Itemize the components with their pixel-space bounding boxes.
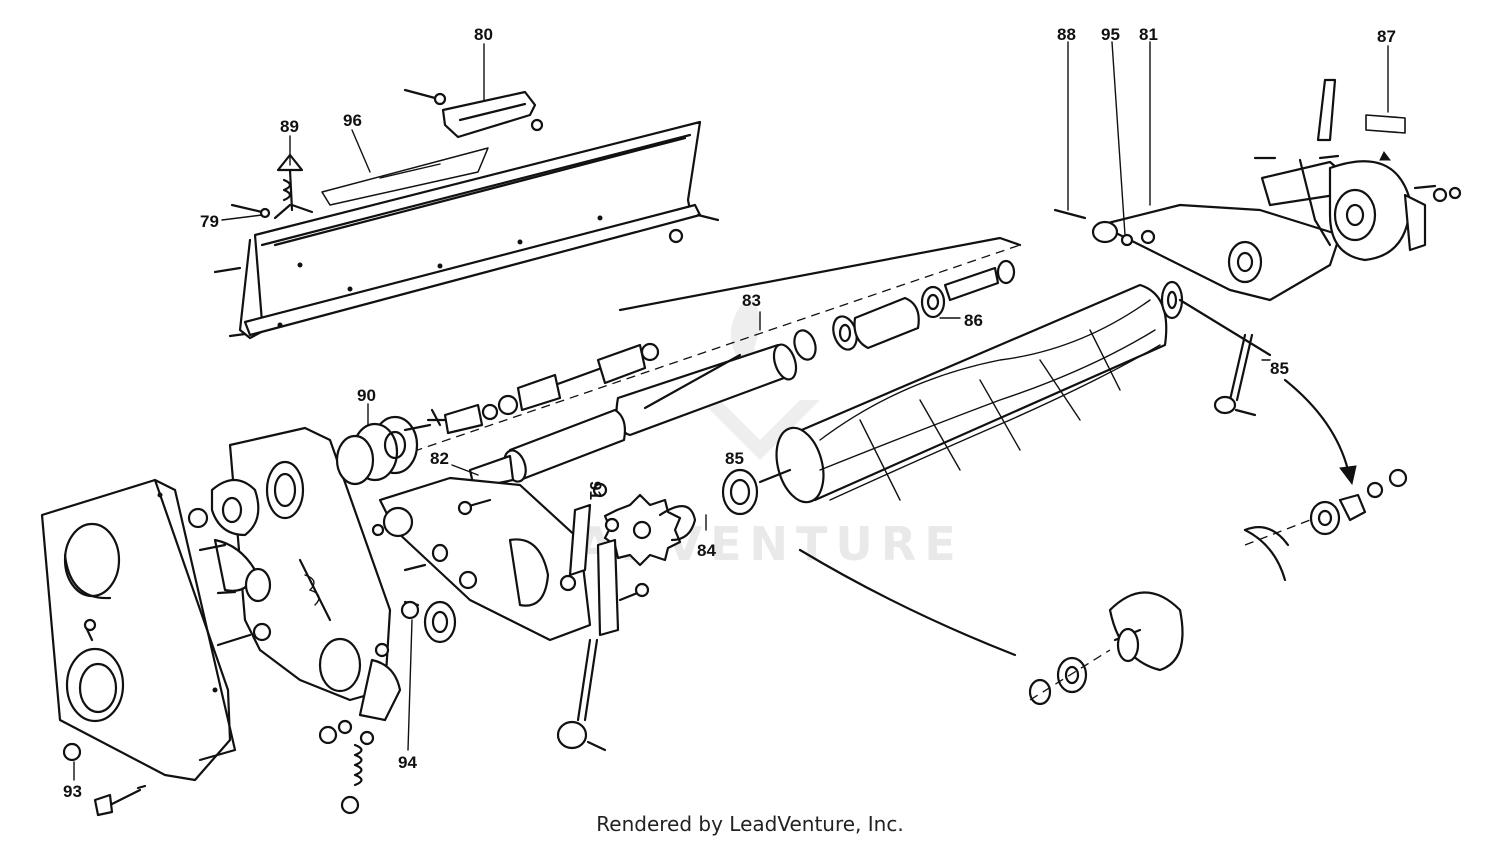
side-frame-left (371, 476, 592, 642)
gear-case-cover (40, 478, 237, 782)
hub-parts-right (1243, 468, 1408, 582)
callout-91: 91 (586, 481, 605, 500)
adjuster-rod-right (1178, 298, 1357, 486)
callout-90: 90 (357, 386, 376, 405)
callout-87: 87 (1377, 27, 1396, 46)
callout-85-center: 85 (725, 449, 744, 468)
callout-81: 81 (1139, 25, 1158, 44)
callout-83: 83 (742, 291, 761, 310)
leader-lines (73, 41, 1389, 781)
callout-85-right: 85 (1270, 359, 1289, 378)
callout-labels: 80 89 96 79 88 95 81 87 83 86 85 90 82 8… (63, 25, 1396, 801)
callout-93: 93 (63, 782, 82, 801)
callout-82: 82 (430, 449, 449, 468)
callout-80: 80 (474, 25, 493, 44)
callout-94: 94 (398, 753, 417, 772)
shield-bracket (403, 88, 544, 139)
spring-clutch (335, 415, 432, 486)
shield-decal (321, 147, 489, 206)
seal-ring-left (423, 600, 457, 644)
footer-credit: Rendered by LeadVenture, Inc. (596, 812, 904, 836)
tension-spring (318, 600, 420, 815)
bearing-set (793, 259, 1016, 361)
hub-parts-lower (798, 548, 1184, 706)
callout-84: 84 (697, 541, 716, 560)
seal-ring (721, 468, 759, 516)
callout-89: 89 (280, 117, 299, 136)
callout-79: 79 (200, 212, 219, 231)
gear-case (187, 426, 392, 702)
side-frame-right (1053, 78, 1462, 302)
callout-86: 86 (964, 311, 983, 330)
wing-nut-handle (213, 153, 720, 338)
adjuster-rod-left (556, 503, 650, 752)
callout-88: 88 (1057, 25, 1076, 44)
bottom-bolts (62, 742, 147, 817)
grass-shield (238, 120, 702, 340)
callout-96: 96 (343, 111, 362, 130)
sprocket (592, 482, 697, 567)
cutting-reel (758, 280, 1184, 504)
callout-95: 95 (1101, 25, 1120, 44)
label-plate (1365, 114, 1406, 134)
